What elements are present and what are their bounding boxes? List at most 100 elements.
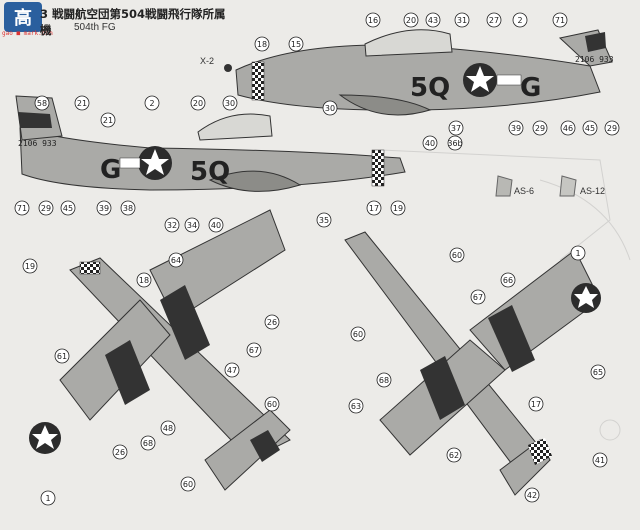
callout-number: 16	[368, 16, 378, 25]
callout-number: 64	[171, 256, 181, 265]
x2-dot	[224, 64, 232, 72]
callout-circle	[447, 135, 463, 151]
unit-title-japanese: 3 戦闘航空団第504戦闘飛行隊所属機	[40, 7, 226, 37]
callout-number: 60	[452, 251, 462, 260]
callout-circle	[140, 435, 156, 451]
callout-number: 60	[183, 480, 193, 489]
callout-number: 47	[227, 366, 237, 375]
callout-circle	[144, 95, 160, 111]
callout-circle	[22, 258, 38, 274]
callout-number: 60	[353, 330, 363, 339]
tail-band-left	[18, 112, 52, 128]
callout-circle	[190, 95, 206, 111]
callout-circle	[40, 490, 56, 506]
callout-number: 68	[143, 439, 153, 448]
callout-circle	[254, 36, 270, 52]
callout-number: 29	[535, 124, 545, 133]
callout-circle	[288, 36, 304, 52]
callout-circle	[454, 12, 470, 28]
callout-number: 40	[211, 221, 221, 230]
callout-number: 32	[167, 221, 177, 230]
individual-letter-right: G	[520, 73, 541, 103]
underside-view-left	[29, 209, 291, 491]
callout-circle	[350, 326, 366, 342]
callout-number: 15	[291, 40, 301, 49]
callout-circle	[366, 200, 382, 216]
callout-circle	[552, 12, 568, 28]
callout-number: 71	[555, 16, 565, 25]
callout-circle	[365, 12, 381, 28]
callout-number: 29	[41, 204, 51, 213]
callout-circle	[164, 217, 180, 233]
callout-circle	[180, 476, 196, 492]
callout-number: 68	[379, 376, 389, 385]
callout-number: 45	[585, 124, 595, 133]
callout-circle	[403, 12, 419, 28]
callout-number: 34	[187, 221, 197, 230]
callout-number: 31	[457, 16, 467, 25]
callout-circle	[604, 120, 620, 136]
nose-checker-right	[251, 61, 265, 101]
callout-circle	[208, 217, 224, 233]
wing-left	[208, 170, 302, 192]
callout-circle	[60, 200, 76, 216]
callout-number: 18	[257, 40, 267, 49]
callout-number: 26	[267, 318, 277, 327]
callout-number: 26	[115, 448, 125, 457]
callout-circle	[448, 120, 464, 136]
callout-circle	[74, 95, 90, 111]
side-view-left: 5Q G 2106 933	[15, 95, 406, 192]
canopy-right	[364, 29, 453, 57]
callout-circle	[390, 200, 406, 216]
callout-number: 1	[45, 494, 50, 503]
side-view-right: 5Q G 2106 933	[235, 29, 614, 116]
background-sketch	[379, 149, 631, 441]
callout-number: 41	[595, 456, 605, 465]
callout-number: 1	[575, 249, 580, 258]
as12-label: AS-12	[580, 186, 605, 196]
callout-number: 60	[267, 400, 277, 409]
code-letters-left: 5Q	[190, 157, 230, 187]
callout-circle	[422, 135, 438, 151]
callout-number: 19	[25, 262, 35, 271]
callout-number: 42	[527, 491, 537, 500]
callout-number: 30	[225, 99, 235, 108]
serial-right: 2106 933	[575, 55, 614, 64]
callout-circle	[590, 364, 606, 380]
as6-label: AS-6	[514, 186, 534, 196]
callout-circle	[486, 12, 502, 28]
unit-title-english: 504th FG	[74, 22, 116, 33]
callout-circle	[246, 342, 262, 358]
callout-number: 48	[163, 424, 173, 433]
callout-number: 19	[393, 204, 403, 213]
as12-chip	[559, 175, 577, 197]
callout-number: 18	[139, 276, 149, 285]
callout-circle	[14, 200, 30, 216]
callout-circle	[470, 289, 486, 305]
invasion-stripe-right	[488, 305, 535, 372]
as6-chip	[495, 175, 513, 197]
callout-circle	[512, 12, 528, 28]
callout-circle	[376, 372, 392, 388]
callout-circle	[264, 314, 280, 330]
logo-subtext: gao ■ mark.com	[2, 30, 53, 37]
fuselage-right	[235, 44, 601, 111]
callout-number: 61	[57, 352, 67, 361]
callout-number: 27	[489, 16, 499, 25]
callout-number: 45	[63, 204, 73, 213]
callout-number: 20	[193, 99, 203, 108]
callout-number: 17	[369, 204, 379, 213]
code-letters-right: 5Q	[410, 73, 450, 103]
callout-circle	[348, 398, 364, 414]
callout-circle	[528, 396, 544, 412]
callout-number: 39	[99, 204, 109, 213]
callout-number: 39	[511, 124, 521, 133]
callout-circle	[532, 120, 548, 136]
callout-circle	[184, 217, 200, 233]
callout-circle	[425, 12, 441, 28]
callout-number: 37	[451, 124, 461, 133]
x2-label: X-2	[200, 56, 214, 66]
